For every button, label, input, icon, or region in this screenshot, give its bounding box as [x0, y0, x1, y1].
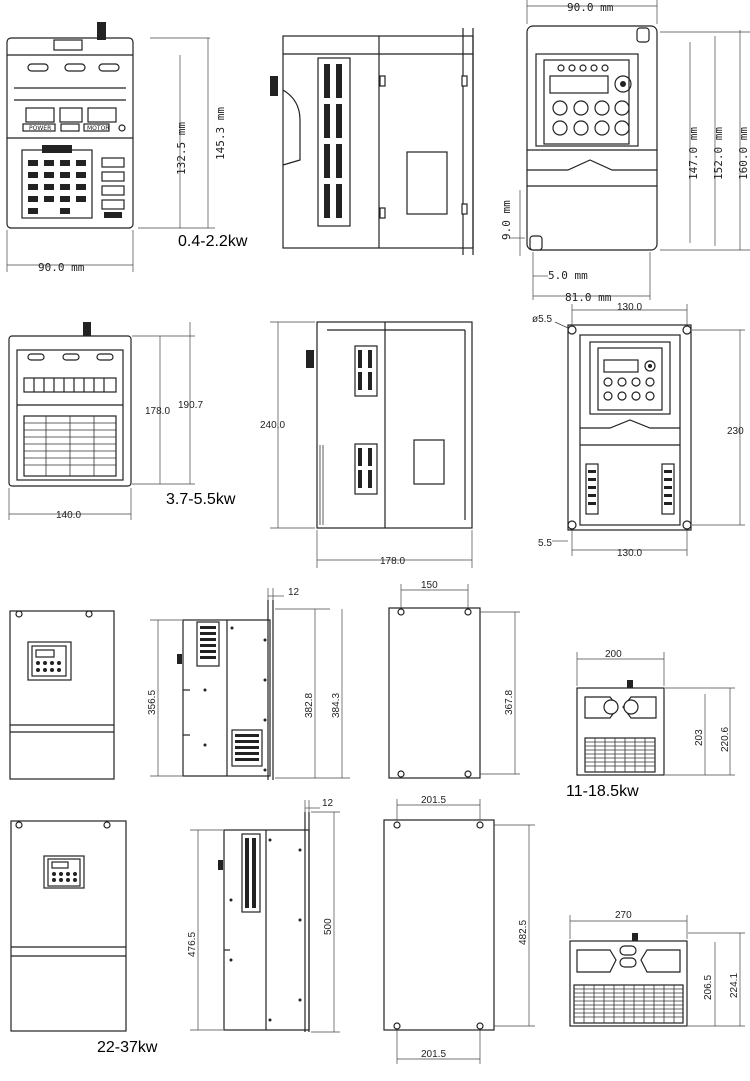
- g4-side-flange: 12: [322, 798, 334, 809]
- g1-mount-hole-offset: 5.0 mm: [548, 269, 588, 282]
- g1-mounting-view: [526, 25, 658, 251]
- g3-side-dimensions: [150, 588, 350, 779]
- g2-front-width: 140.0: [56, 510, 81, 521]
- g2-mounting-view: [567, 324, 692, 531]
- g4-side-height-b: 500: [323, 918, 334, 935]
- g4-power-range-label: 22-37kw: [97, 1039, 158, 1056]
- g2-front-height-b: 190.7: [178, 400, 203, 411]
- g1-power-range-label: 0.4-2.2kw: [178, 233, 248, 250]
- g3-bottom-dimensions: [576, 652, 735, 776]
- g3-side-height-a: 356.5: [147, 690, 158, 715]
- g3-mounting-view: [388, 607, 481, 779]
- g1-mount-height-c: 160.0 mm: [737, 127, 750, 180]
- g4-mount-width-top: 201.5: [421, 795, 446, 806]
- g2-mount-hole-dia: ø5.5: [532, 314, 552, 325]
- g3-power-range-label: 11-18.5kw: [566, 783, 639, 800]
- g3-mount-width: 150: [421, 580, 438, 591]
- g3-side-height-b: 382.8: [304, 693, 315, 718]
- g2-mount-height: 230: [727, 426, 744, 437]
- g2-side-dimensions: [270, 321, 473, 568]
- g4-mount-width-bottom: 201.5: [421, 1049, 446, 1060]
- g2-front-dimensions: [8, 322, 195, 520]
- g2-side-depth: 178.0: [380, 556, 405, 567]
- g1-mount-height-a: 147.0 mm: [687, 127, 700, 180]
- g4-side-height-a: 476.5: [187, 932, 198, 957]
- g1-mounting-dimensions: [510, 0, 750, 300]
- g4-side-dimensions: [190, 800, 340, 1033]
- g1-front-height-inner: 132.5 mm: [175, 122, 188, 175]
- g2-mount-width-bottom: 130.0: [617, 548, 642, 559]
- g1-front-view: [6, 22, 134, 229]
- g1-power-label: POWER: [29, 125, 51, 132]
- g4-mount-height: 482.5: [518, 920, 529, 945]
- g1-mount-height-b: 152.0 mm: [712, 127, 725, 180]
- g2-front-height-a: 178.0: [145, 406, 170, 417]
- g1-front-dimensions: [6, 37, 215, 272]
- g2-side-view: [306, 321, 473, 529]
- g2-side-height: 240.0: [260, 420, 285, 431]
- g2-power-range-label: 3.7-5.5kw: [166, 491, 236, 508]
- g3-side-view: [177, 600, 274, 780]
- g4-bottom-width: 270: [615, 910, 632, 921]
- g4-bottom-dimensions: [569, 915, 745, 1027]
- g3-bottom-view: [576, 680, 665, 776]
- g1-mount-bottom-offset: 9.0 mm: [500, 200, 513, 240]
- g3-front-view: [9, 610, 115, 780]
- g1-front-width: 90.0 mm: [38, 261, 85, 274]
- g3-mount-height: 367.8: [504, 690, 515, 715]
- g3-side-height-c: 384.3: [331, 693, 342, 718]
- g4-mounting-view: [383, 819, 495, 1031]
- g1-motor-label: MOTOR: [87, 125, 109, 132]
- g4-mounting-dimensions: [396, 799, 535, 1064]
- g2-mounting-dimensions: [552, 304, 745, 556]
- g3-side-flange: 12: [288, 587, 300, 598]
- g4-bottom-view: [569, 933, 688, 1027]
- g3-bottom-width: 200: [605, 649, 622, 660]
- g1-side-view: [270, 28, 474, 255]
- g1-mount-hole-span: 81.0 mm: [565, 291, 612, 304]
- g3-bottom-height-a: 203: [694, 729, 705, 746]
- g1-front-height-outer: 145.3 mm: [214, 107, 227, 160]
- g3-bottom-height-b: 220.6: [720, 727, 731, 752]
- g2-front-view: [8, 322, 132, 487]
- g4-bottom-height-a: 206.5: [703, 975, 714, 1000]
- g4-bottom-height-b: 224.1: [729, 973, 740, 998]
- g3-mounting-dimensions: [400, 584, 520, 775]
- g2-mount-hole-offset: 5.5: [538, 538, 552, 549]
- g2-mount-width-top: 130.0: [617, 302, 642, 313]
- g1-mount-width: 90.0 mm: [567, 1, 614, 14]
- g4-front-view: [10, 820, 127, 1032]
- g4-side-view: [218, 812, 310, 1032]
